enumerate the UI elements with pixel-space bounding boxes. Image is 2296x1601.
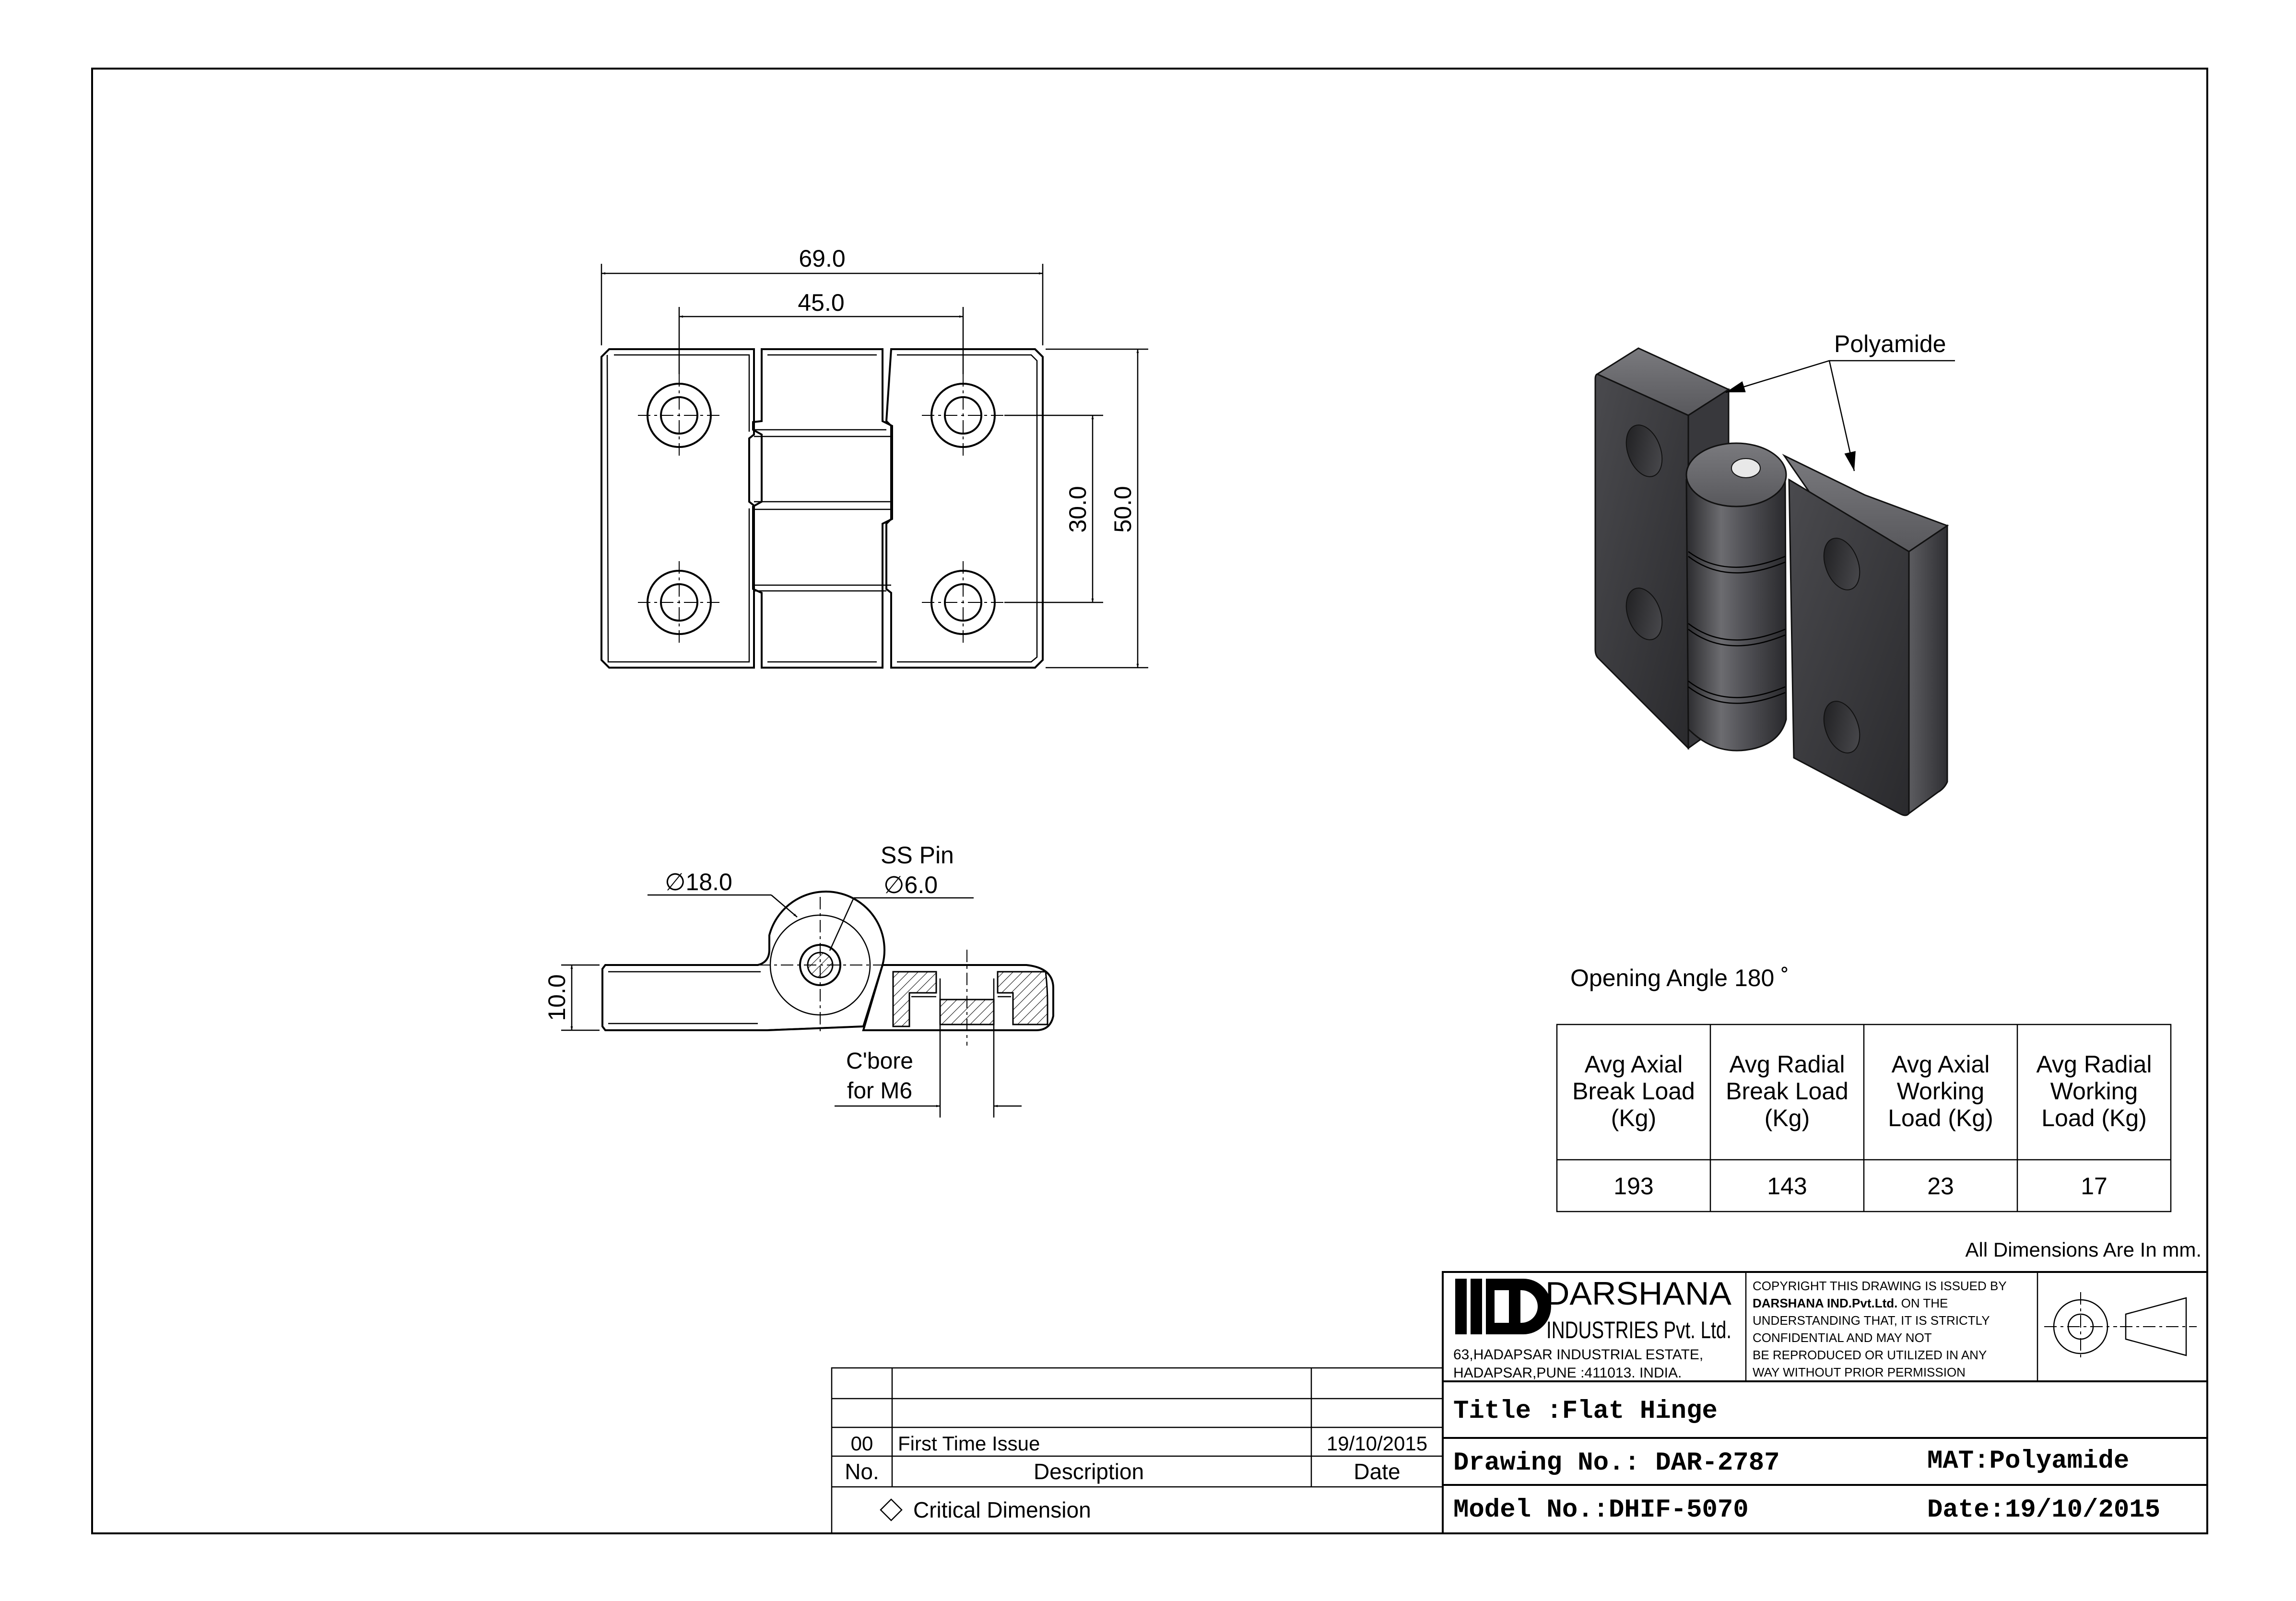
load-header-2b: Break Load — [1726, 1078, 1849, 1105]
load-table: Avg Axial Break Load (Kg) Avg Radial Bre… — [1556, 1024, 2172, 1213]
mounting-hole-tl — [638, 374, 720, 457]
drawing-title: Title :Flat Hinge — [1453, 1397, 1718, 1426]
dim-hole-pitch-y: 30.0 — [1064, 486, 1091, 532]
load-header-4a: Avg Radial — [2037, 1051, 2152, 1078]
callout-polyamide: Polyamide — [1834, 330, 1946, 357]
revision-description: First Time Issue — [898, 1432, 1040, 1455]
load-header-3a: Avg Axial — [1892, 1051, 1990, 1078]
mounting-hole-bl — [638, 561, 720, 644]
critical-dimension-legend: Critical Dimension — [913, 1497, 1091, 1522]
company-sub: INDUSTRIES Pvt. Ltd. — [1546, 1317, 1731, 1343]
load-header-3c: Load (Kg) — [1888, 1105, 1993, 1131]
load-header-4c: Load (Kg) — [2041, 1105, 2147, 1131]
copyright-line-6: WAY WITHOUT PRIOR PERMISSION — [1753, 1365, 1966, 1379]
load-header-2a: Avg Radial — [1730, 1051, 1845, 1078]
dim-pin-dia: ∅6.0 — [883, 871, 938, 898]
copyright-line-3: UNDERSTANDING THAT, IT IS STRICTLY — [1753, 1313, 1990, 1328]
right-leaf-outline — [885, 348, 1044, 669]
side-view: C'bore for M6 10.0 ∅18.0 SS Pin ∅6.0 — [543, 842, 1054, 1118]
copyright-line-2-rest: ON THE — [1897, 1296, 1948, 1310]
copyright-company: DARSHANA IND.Pvt.Ltd. — [1753, 1296, 1897, 1310]
label-ss-pin: SS Pin — [881, 842, 954, 869]
load-header-2c: (Kg) — [1765, 1105, 1810, 1131]
model-number: Model No.:DHIF-5070 — [1453, 1495, 1749, 1525]
load-value-2: 143 — [1767, 1173, 1807, 1200]
dim-hole-pitch-x: 45.0 — [798, 289, 844, 316]
dim-knuckle-dia: ∅18.0 — [665, 869, 732, 895]
projection-symbol-icon — [2044, 1292, 2197, 1361]
load-value-1: 193 — [1613, 1173, 1653, 1200]
material: MAT:Polyamide — [1927, 1447, 2129, 1476]
load-header-3b: Working — [1897, 1078, 1984, 1105]
label-cbore-1: C'bore — [846, 1048, 913, 1074]
load-header-1b: Break Load — [1572, 1078, 1695, 1105]
front-view: 69.0 45.0 30.0 50.0 — [600, 245, 1148, 669]
load-header-1c: (Kg) — [1611, 1105, 1656, 1131]
load-header-1a: Avg Axial — [1585, 1051, 1683, 1078]
opening-angle: Opening Angle 180 ˚ — [1570, 965, 1789, 991]
revision-date: 19/10/2015 — [1327, 1432, 1427, 1455]
copyright-line-1: COPYRIGHT THIS DRAWING IS ISSUED BY — [1753, 1279, 2007, 1293]
revision-no: 00 — [851, 1432, 873, 1455]
company-logo-icon — [1455, 1279, 1551, 1334]
company-address-1: 63,HADAPSAR INDUSTRIAL ESTATE, — [1453, 1347, 1703, 1363]
revision-header-date: Date — [1354, 1459, 1400, 1484]
dim-thickness: 10.0 — [543, 974, 570, 1021]
load-value-4: 17 — [2081, 1173, 2108, 1200]
dim-overall-width: 69.0 — [799, 245, 845, 272]
revision-header-no: No. — [845, 1459, 879, 1484]
mounting-hole-tr — [922, 374, 1004, 457]
drawing-number: Drawing No.: DAR-2787 — [1453, 1448, 1780, 1478]
copyright-line-5: BE REPRODUCED OR UTILIZED IN ANY — [1753, 1348, 1987, 1362]
knuckle-strip — [752, 348, 893, 669]
dim-overall-height: 50.0 — [1109, 486, 1136, 532]
label-cbore-2: for M6 — [847, 1078, 912, 1104]
drawing-date: Date:19/10/2015 — [1927, 1495, 2160, 1525]
isometric-view: Polyamide — [1594, 330, 1955, 816]
title-block: DARSHANA INDUSTRIES Pvt. Ltd. 63,HADAPSA… — [1442, 1271, 2208, 1534]
diamond-icon — [880, 1498, 903, 1521]
revision-header-description: Description — [1034, 1459, 1144, 1484]
load-value-3: 23 — [1927, 1173, 1954, 1200]
units-note: All Dimensions Are In mm. — [1966, 1238, 2202, 1261]
revision-table: 00 First Time Issue 19/10/2015 No. Descr… — [831, 1367, 1444, 1534]
company-address-2: HADAPSAR,PUNE :411013. INDIA. — [1453, 1365, 1682, 1381]
company-name: DARSHANA — [1545, 1275, 1732, 1312]
load-header-4b: Working — [2050, 1078, 2138, 1105]
copyright-line-4: CONFIDENTIAL AND MAY NOT — [1753, 1330, 1932, 1345]
side-left-leaf — [601, 891, 885, 1031]
mounting-hole-br — [922, 561, 1004, 644]
copyright-line-2: DARSHANA IND.Pvt.Ltd. ON THE — [1753, 1296, 1948, 1310]
side-right-leaf-section — [862, 964, 1054, 1031]
